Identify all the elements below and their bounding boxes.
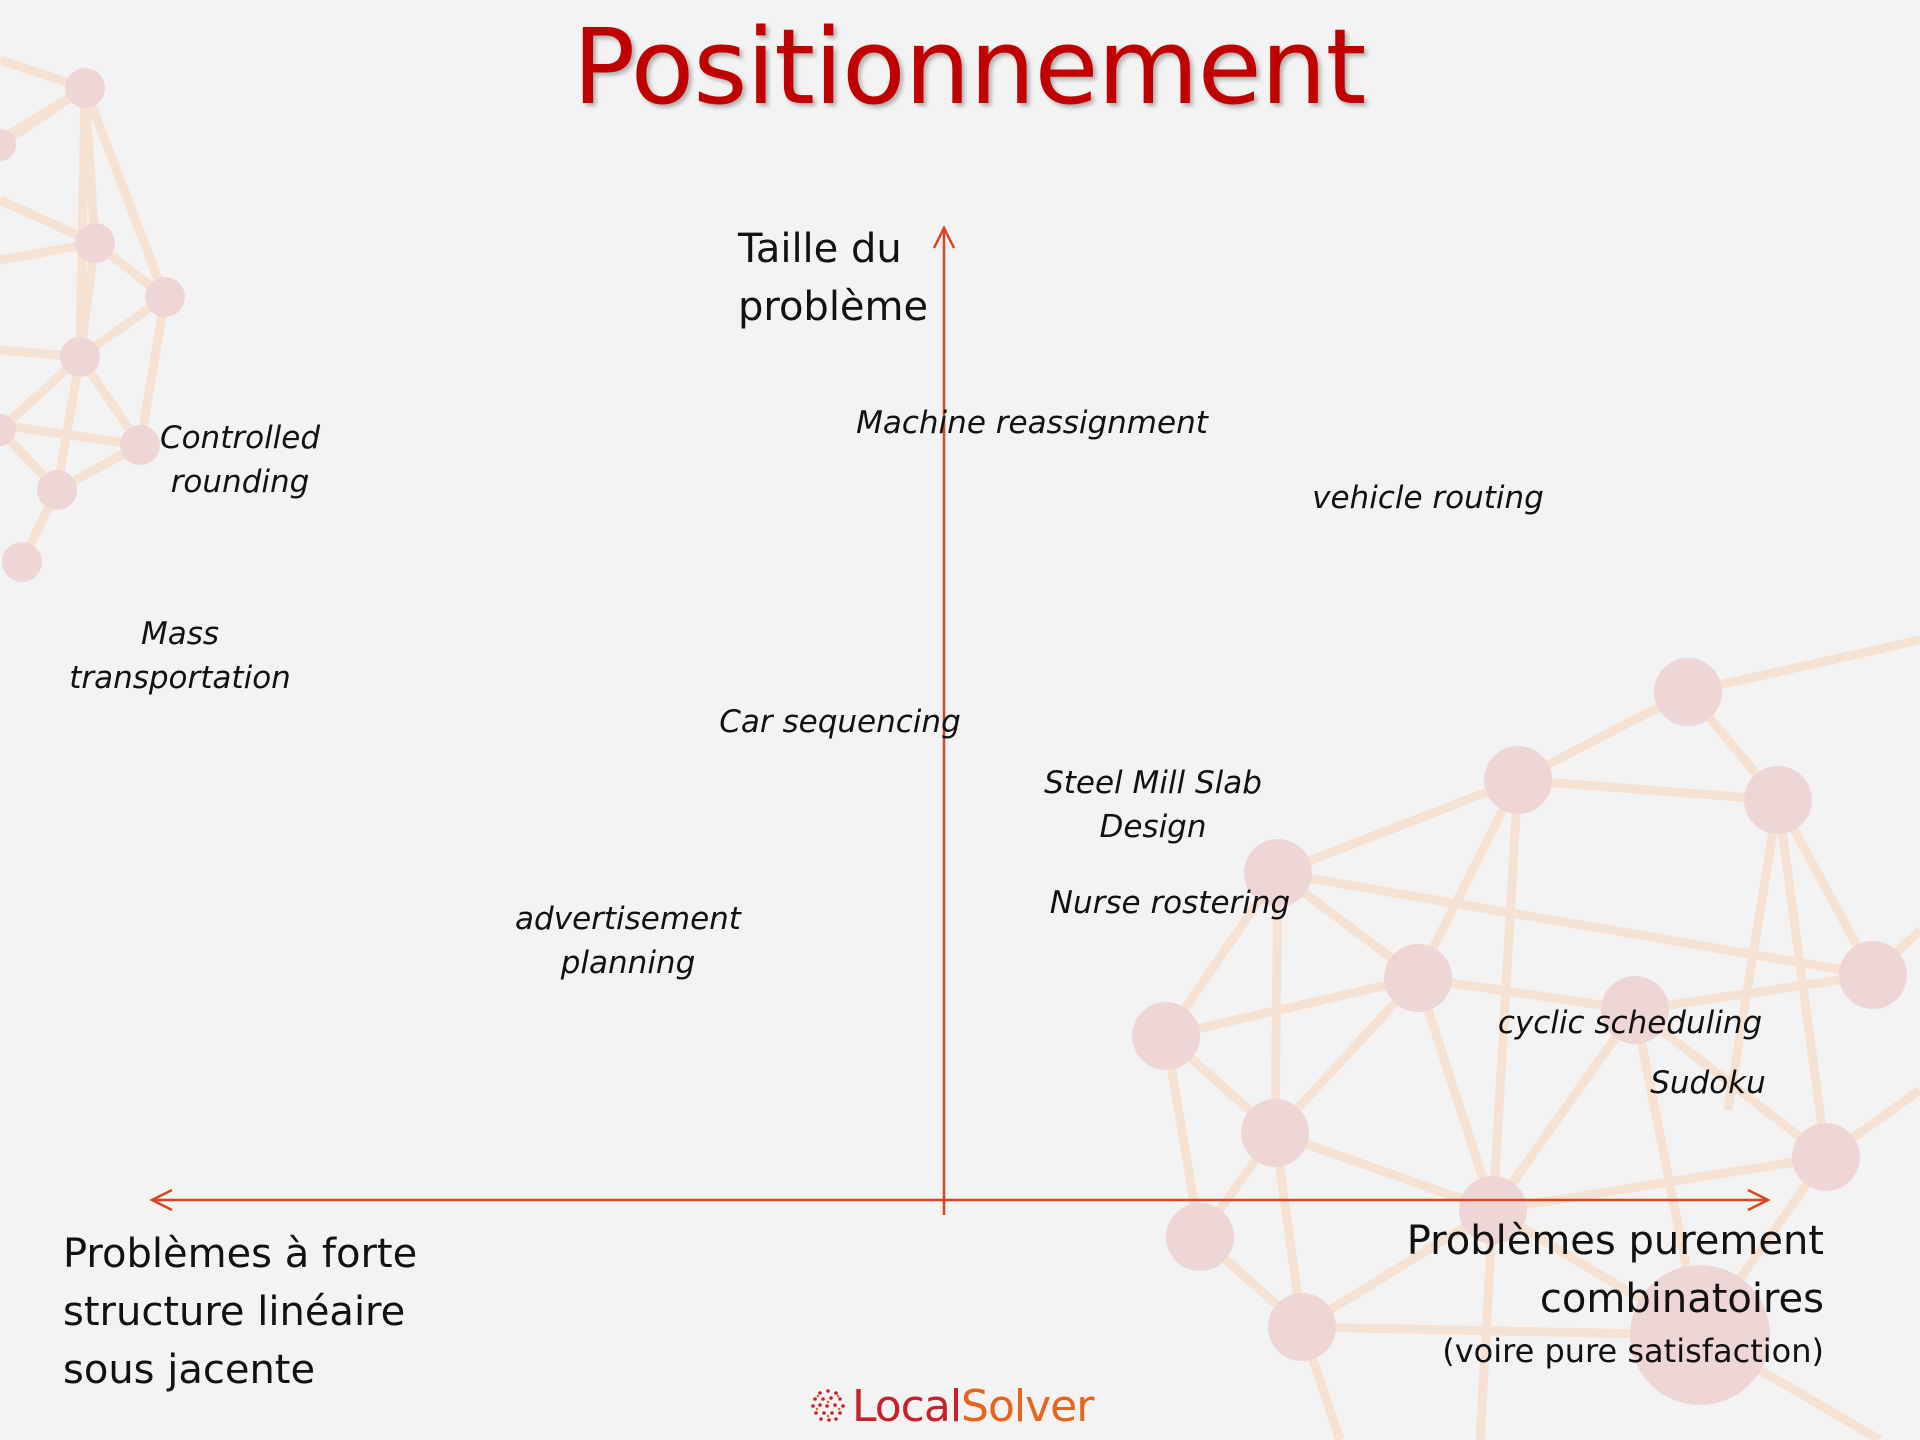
x-axis-left-arrow [149,1188,173,1212]
x-axis-right-sublabel: (voire pure satisfaction) [1442,1332,1824,1370]
item-nurse-rostering: Nurse rostering [1049,885,1291,921]
logo-text-local: Local [852,1380,962,1432]
dotted-sphere-icon [808,1386,848,1426]
item-vehicle-routing: vehicle routing [1312,480,1544,516]
page-title: Positionnement [572,6,1367,128]
x-axis-right-label: Problèmes purement combinatoires (voire … [1407,1212,1824,1374]
y-axis-arrow [932,225,956,249]
item-sudoku: Sudoku [1650,1065,1766,1101]
item-car-sequencing: Car sequencing [719,704,961,740]
x-axis-left-label: Problèmes à forte structure linéaire sou… [63,1231,418,1393]
item-cyclic-scheduling: cyclic scheduling [1497,1005,1763,1041]
x-axis-right-arrow [1747,1188,1771,1212]
logo-text-solver: Solver [961,1380,1094,1432]
item-machine-reassignment: Machine reassignment [856,405,1208,441]
y-axis-label: Taille du problème [738,226,929,330]
